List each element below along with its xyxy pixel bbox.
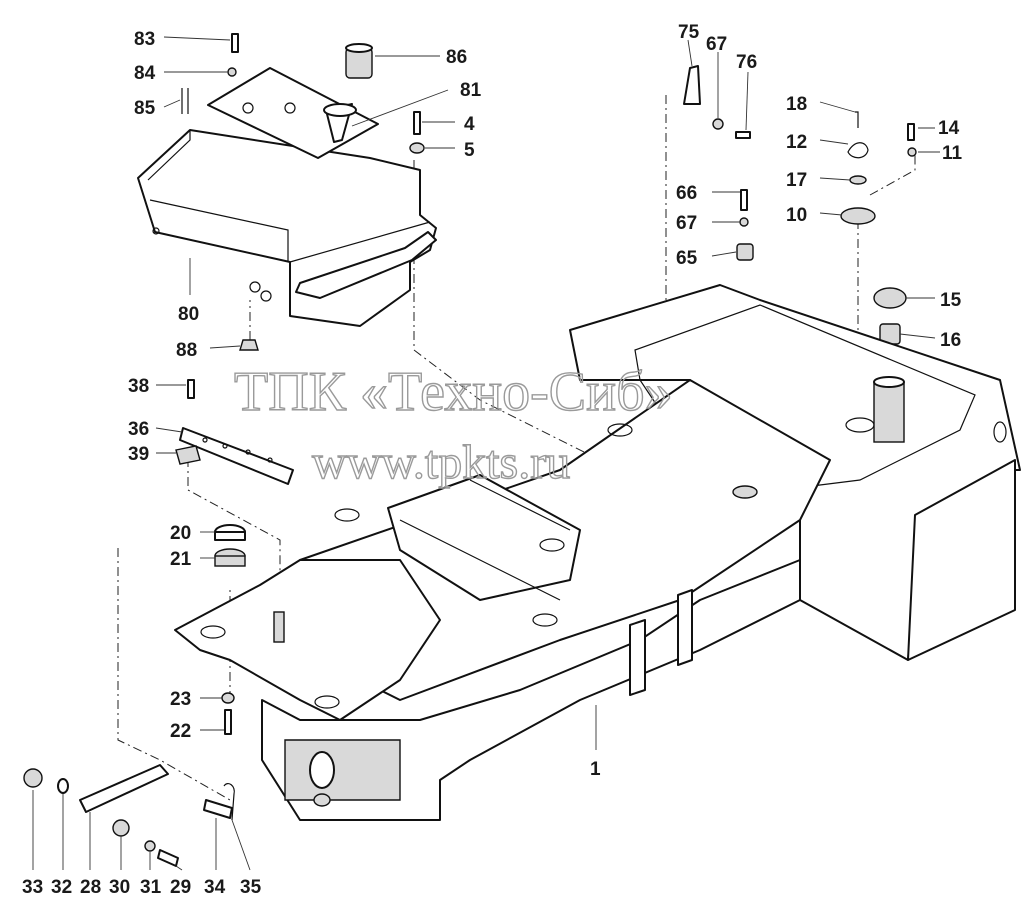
label-32: 32 xyxy=(51,877,72,898)
filler-neck-86 xyxy=(345,43,373,79)
label-76: 76 xyxy=(736,52,757,73)
label-4: 4 xyxy=(464,114,475,135)
label-20: 20 xyxy=(170,523,191,544)
label-18: 18 xyxy=(786,94,807,115)
watermark: ТПК «Техно-Сиб» www.tpkts.ru xyxy=(233,360,673,489)
main-frame-1 xyxy=(174,284,1021,821)
label-81: 81 xyxy=(460,80,482,101)
label-80: 80 xyxy=(178,304,199,325)
label-83: 83 xyxy=(134,29,155,50)
label-84: 84 xyxy=(134,63,156,84)
label-12: 12 xyxy=(786,132,807,153)
label-31: 31 xyxy=(140,877,162,898)
label-75: 75 xyxy=(678,22,700,43)
label-86: 86 xyxy=(446,47,467,68)
watermark-url: www.tpkts.ru xyxy=(312,436,570,489)
label-34: 34 xyxy=(204,877,226,898)
label-11: 11 xyxy=(942,143,963,164)
engine-hood-80 xyxy=(137,67,437,327)
label-14: 14 xyxy=(938,118,960,139)
hardware-bottom-left xyxy=(23,764,235,867)
label-28: 28 xyxy=(80,877,101,898)
label-67-mid: 67 xyxy=(676,213,697,234)
label-21: 21 xyxy=(170,549,192,570)
label-36: 36 xyxy=(128,419,149,440)
label-39: 39 xyxy=(128,444,149,465)
label-5: 5 xyxy=(464,140,475,161)
label-15: 15 xyxy=(940,290,962,311)
label-17: 17 xyxy=(786,170,807,191)
label-67-top: 67 xyxy=(706,34,727,55)
label-22: 22 xyxy=(170,721,191,742)
leader-lines xyxy=(32,36,940,871)
label-66: 66 xyxy=(676,183,697,204)
watermark-company: ТПК «Техно-Сиб» xyxy=(234,361,673,423)
label-65: 65 xyxy=(676,248,698,269)
label-85: 85 xyxy=(134,98,156,119)
label-35: 35 xyxy=(240,877,262,898)
label-29: 29 xyxy=(170,877,191,898)
label-33: 33 xyxy=(22,877,43,898)
label-38: 38 xyxy=(128,376,149,397)
part-labels: 83 84 85 86 81 4 5 80 88 75 67 76 66 67 … xyxy=(22,22,963,898)
label-23: 23 xyxy=(170,689,191,710)
hardware-top-right xyxy=(683,65,917,345)
pipe-81 xyxy=(323,103,357,143)
label-10: 10 xyxy=(786,205,807,226)
label-88: 88 xyxy=(176,340,197,361)
label-30: 30 xyxy=(109,877,130,898)
label-1: 1 xyxy=(590,759,601,780)
label-16: 16 xyxy=(940,330,961,351)
